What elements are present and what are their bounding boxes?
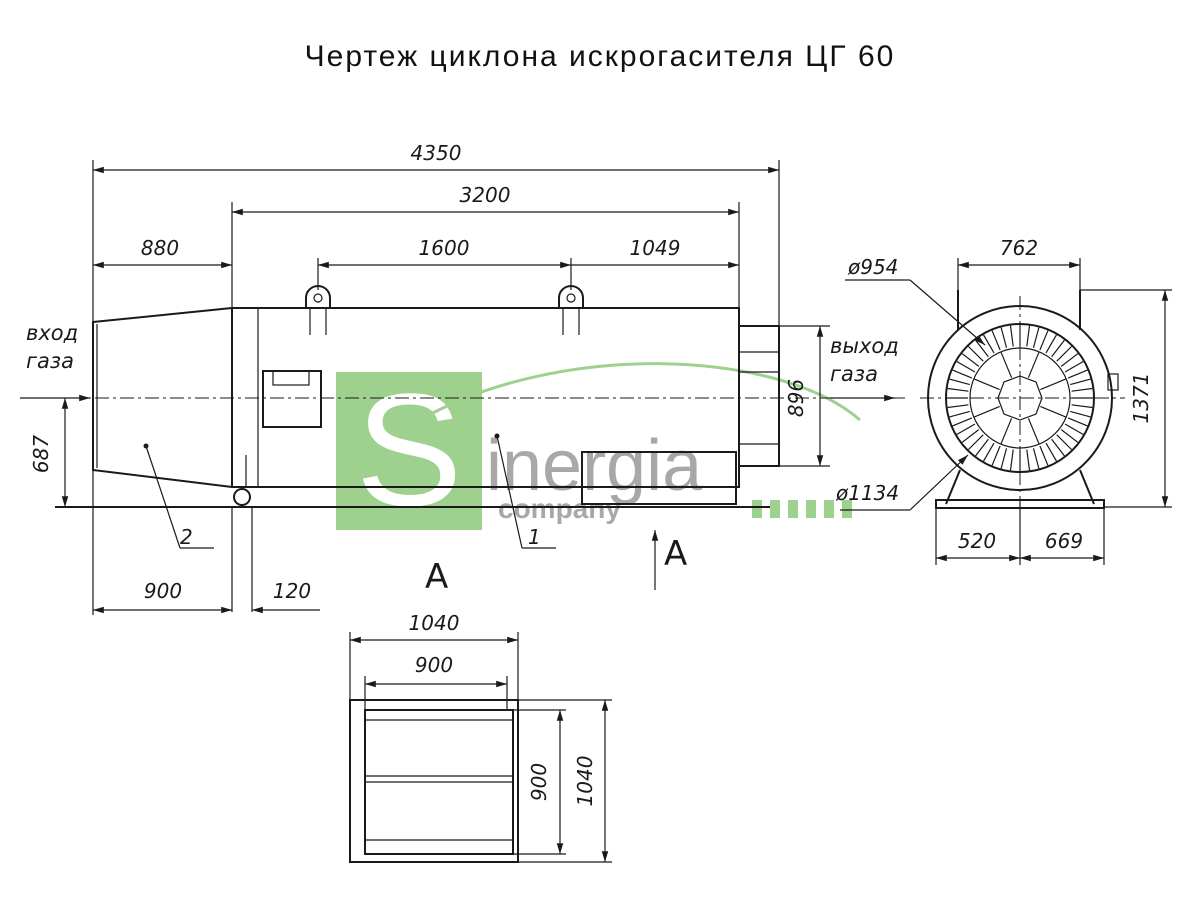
- vane-line: [1051, 438, 1065, 457]
- vane-line: [1060, 429, 1079, 443]
- vane-line: [949, 410, 970, 418]
- vane-line: [967, 345, 984, 362]
- part-number-1: 1: [528, 525, 541, 549]
- spoke-line: [1027, 351, 1040, 378]
- dim-flange-outer-h: 1040: [573, 756, 597, 807]
- vane-line: [1051, 339, 1065, 358]
- dim-flange-inner-h: 900: [527, 763, 551, 801]
- vane-line: [1071, 387, 1093, 392]
- vane-line: [975, 438, 989, 457]
- dim-flange-inner: 900: [415, 653, 453, 677]
- label-outlet-1: выход: [830, 334, 899, 358]
- vane-line: [952, 417, 973, 427]
- dim-outlet-height: 896: [784, 379, 808, 417]
- dim-inlet-length: 900: [144, 579, 182, 603]
- dim-body-length: 3200: [460, 183, 511, 207]
- flange-view: 1040 900 900 1040: [349, 611, 612, 863]
- lifting-lug-left: [305, 285, 331, 335]
- spoke-line: [1040, 405, 1067, 418]
- vane-line: [982, 442, 995, 462]
- label-outlet-2: газа: [830, 362, 878, 386]
- vane-line: [1045, 334, 1058, 354]
- section-label-a: A: [425, 557, 448, 597]
- support-foot: [231, 488, 253, 612]
- end-view: 762 ø954 ø1134 1371 520 669: [835, 236, 1172, 565]
- vane-line: [947, 404, 969, 409]
- dim-base-right: 669: [1045, 529, 1083, 553]
- spoke-line: [1027, 418, 1040, 445]
- vane-line: [1039, 445, 1049, 466]
- vane-line: [1067, 417, 1088, 427]
- vane-line: [1070, 410, 1091, 418]
- spoke-line: [973, 378, 1000, 391]
- vane-line: [1000, 448, 1008, 469]
- vane-line: [1032, 448, 1040, 469]
- spoke-line: [973, 405, 1000, 418]
- vane-line: [1071, 404, 1093, 409]
- vane-line: [1067, 369, 1088, 379]
- vane-line: [1045, 442, 1058, 462]
- spoke-line: [1000, 418, 1013, 445]
- dim-lug-to-end: 1049: [630, 236, 681, 260]
- vane-line: [1032, 327, 1040, 348]
- vane-line: [967, 434, 984, 451]
- vane-line: [982, 334, 995, 354]
- drawing-title: Чертеж циклона искрогасителя ЦГ 60: [304, 40, 896, 73]
- dim-overall-length: 4350: [411, 141, 462, 165]
- vane-line: [1000, 327, 1008, 348]
- spoke-line: [1040, 378, 1067, 391]
- lower-box: [581, 451, 737, 505]
- vane-line: [1064, 360, 1084, 373]
- spoke-line: [1000, 351, 1013, 378]
- dim-end-height: 1371: [1129, 373, 1153, 424]
- part-number-2: 2: [180, 525, 193, 549]
- dim-dia-inner: ø1134: [835, 481, 899, 505]
- label-inlet-1: вход: [26, 321, 78, 345]
- watermark-word: inergia: [486, 426, 703, 506]
- dim-axis-height: 687: [29, 435, 53, 473]
- vane-line: [949, 378, 970, 386]
- vane-line: [1026, 325, 1031, 347]
- watermark-bars: [752, 500, 852, 518]
- view-label-a: A: [664, 534, 687, 574]
- vane-line: [1056, 434, 1073, 451]
- side-view: 4350 3200 880 1600 1049 896 687: [20, 141, 905, 615]
- label-inlet-2: газа: [26, 349, 74, 373]
- vane-line: [1039, 330, 1049, 351]
- vane-line: [956, 423, 976, 436]
- vane-line: [947, 387, 969, 392]
- dim-base-left: 520: [958, 529, 996, 553]
- lifting-lug-right: [558, 285, 584, 335]
- outlet-pipe: [738, 325, 780, 467]
- vane-line: [991, 330, 1001, 351]
- vane-line: [1009, 449, 1014, 471]
- vane-line: [1056, 345, 1073, 362]
- dim-support-offset: 120: [273, 579, 311, 603]
- end-center-octagon: [997, 375, 1043, 421]
- vane-line: [956, 360, 976, 373]
- watermark-sub: company: [498, 493, 621, 524]
- vane-line: [1026, 449, 1031, 471]
- vane-line: [1070, 378, 1091, 386]
- vane-line: [1060, 353, 1079, 367]
- dim-flange-outer: 1040: [409, 611, 460, 635]
- vane-line: [961, 353, 980, 367]
- vane-line: [1064, 423, 1084, 436]
- dim-end-width: 762: [1000, 236, 1038, 260]
- vane-line: [952, 369, 973, 379]
- inspection-hatch: [262, 370, 322, 428]
- vane-line: [961, 429, 980, 443]
- flange-outer: [349, 699, 519, 863]
- vane-line: [991, 445, 1001, 466]
- dim-inlet-cone: 880: [141, 236, 179, 260]
- vane-line: [1009, 325, 1014, 347]
- watermark-letter: S: [356, 360, 463, 539]
- watermark-logo: S inergia company: [336, 360, 861, 539]
- dim-dia-outer: ø954: [847, 255, 898, 279]
- dim-lug-spacing: 1600: [419, 236, 470, 260]
